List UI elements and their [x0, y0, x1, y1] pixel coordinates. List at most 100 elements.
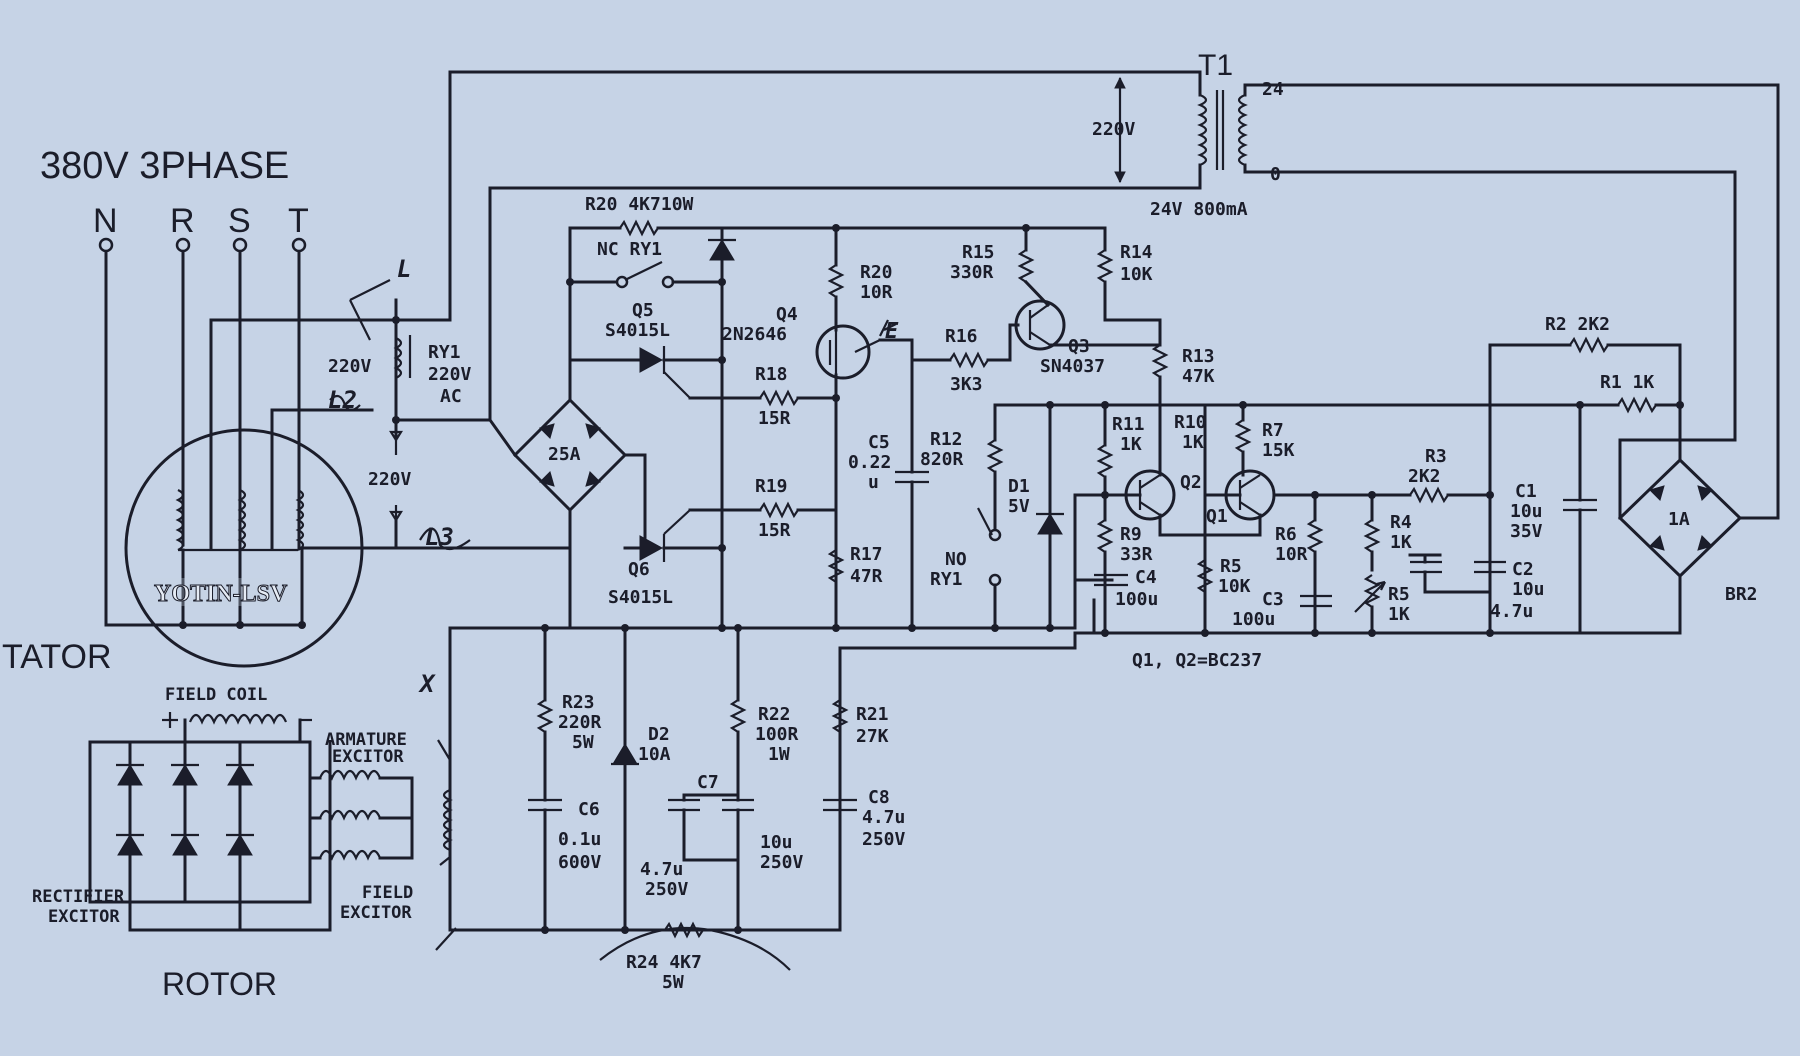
q5-type: S4015L	[605, 320, 670, 341]
field-excitor-label: FIELD	[362, 883, 413, 903]
r21-name: R21	[856, 704, 889, 725]
q2-name: Q2	[1180, 472, 1202, 493]
r24-watt: 5W	[662, 972, 684, 993]
c1-value2: 35V	[1510, 521, 1543, 542]
transistor-note: Q1, Q2=BC237	[1132, 650, 1262, 671]
relay-mid-voltage: 220V	[368, 469, 412, 490]
r19-name: R19	[755, 476, 788, 497]
r23-value: 220R	[558, 712, 602, 733]
r19-value: 15R	[758, 520, 791, 541]
phase-s: S	[228, 202, 251, 240]
relay-left-voltage: 220V	[328, 356, 372, 377]
c7-value: 4.7u	[640, 859, 683, 880]
c1-name: C1	[1515, 481, 1537, 502]
relay-rating: 220V	[428, 364, 472, 385]
c5-name: C5	[868, 432, 890, 453]
t1-name: T1	[1198, 49, 1233, 82]
br2-name: BR2	[1725, 584, 1758, 605]
r16-value: 3K3	[950, 374, 983, 395]
handwritten-l2: L2	[328, 386, 357, 414]
handwritten-l1: L	[397, 255, 411, 283]
r21-value: 27K	[856, 726, 889, 747]
title: 380V 3PHASE	[40, 145, 289, 187]
no-label: NO	[945, 549, 967, 570]
stator-feeds	[209, 73, 572, 551]
r4-value: 1K	[1390, 532, 1412, 553]
phase-r: R	[170, 202, 195, 240]
r22-watt: 1W	[768, 744, 790, 765]
armature-label: ARMATURE	[325, 730, 407, 750]
field-circuit	[435, 624, 857, 971]
r9-value: 33R	[1120, 544, 1153, 565]
handwritten-x: X	[418, 670, 436, 698]
t1-zero: 0	[1270, 164, 1281, 185]
rectifier-excitor-label: EXCITOR	[48, 907, 120, 927]
d1-value: 5V	[1008, 496, 1030, 517]
r18-name: R18	[755, 364, 788, 385]
r12-value: 820R	[920, 449, 964, 470]
r6-value: 10R	[1275, 544, 1308, 565]
r20b-value: 10R	[860, 282, 893, 303]
q4-name: Q4	[776, 304, 798, 325]
c3-cap	[1300, 588, 1332, 608]
c7-value2: 250V	[645, 879, 689, 900]
rectifier-label: RECTIFIER	[32, 887, 125, 907]
c8-value: 4.7u	[862, 807, 905, 828]
rotor-exciter	[88, 712, 414, 932]
q4-type: 2N2646	[722, 324, 787, 345]
r11-value: 1K	[1120, 434, 1142, 455]
r17-name: R17	[850, 544, 883, 565]
armature-excitor-label: EXCITOR	[332, 747, 404, 767]
r23-name: R23	[562, 692, 595, 713]
c7b-value2: 250V	[760, 852, 804, 873]
r23-watt: 5W	[572, 732, 594, 753]
bridge-25a-label: 25A	[548, 444, 581, 465]
c7b-value: 10u	[760, 832, 793, 853]
q3-r16	[910, 226, 1162, 369]
q3-name: Q3	[1068, 336, 1090, 357]
q6-scr	[623, 508, 726, 632]
phase-n: N	[93, 202, 118, 240]
handwritten-e: E	[885, 319, 899, 344]
brand-watermark: YOTIN-LSV	[154, 581, 288, 607]
r3-value: 2K2	[1408, 466, 1441, 487]
nc-ry1-label: NC RY1	[597, 239, 662, 260]
r1-label: R1 1K	[1600, 372, 1654, 393]
q6-name: Q6	[628, 559, 650, 580]
d2-name: D2	[648, 724, 670, 745]
phase-t: T	[288, 202, 309, 240]
r15-name: R15	[962, 242, 995, 263]
bridge-br2	[1617, 403, 1743, 635]
r7-value: 15K	[1262, 440, 1295, 461]
phase-terminals	[98, 237, 307, 627]
r22-name: R22	[758, 704, 791, 725]
relay-ac: AC	[440, 386, 462, 407]
r17-value: 47R	[850, 566, 883, 587]
r15-value: 330R	[950, 262, 994, 283]
t1-secondary: 24V 800mA	[1150, 199, 1248, 220]
top-left-network	[566, 219, 1107, 630]
no-ry1-label: RY1	[930, 569, 963, 590]
c8-value2: 250V	[862, 829, 906, 850]
c4-value: 100u	[1115, 589, 1158, 610]
r20-main-label: R20 4K710W	[585, 194, 694, 215]
r14-value: 10K	[1120, 264, 1153, 285]
r5-name: R5	[1220, 556, 1242, 577]
bridge-25a	[487, 186, 647, 630]
r24-name: R24 4K7	[626, 952, 702, 973]
q1-stage	[1196, 401, 1382, 637]
c5-unit: u	[868, 472, 879, 493]
r3-name: R3	[1425, 446, 1447, 467]
br2-rating: 1A	[1668, 509, 1690, 530]
t1-primary: 220V	[1092, 119, 1136, 140]
r3-r4-c2-c1	[1354, 403, 1597, 637]
c2-name: C2	[1512, 559, 1534, 580]
c6-value2: 600V	[558, 852, 602, 873]
handwritten-l3: L3	[425, 523, 454, 551]
r14-r13	[1096, 226, 1169, 407]
r13-value: 47K	[1182, 366, 1215, 387]
c7-name: C7	[697, 772, 719, 793]
br2-feeds	[1618, 83, 1780, 520]
c5-value: 0.22	[848, 452, 891, 473]
r7-name: R7	[1262, 420, 1284, 441]
